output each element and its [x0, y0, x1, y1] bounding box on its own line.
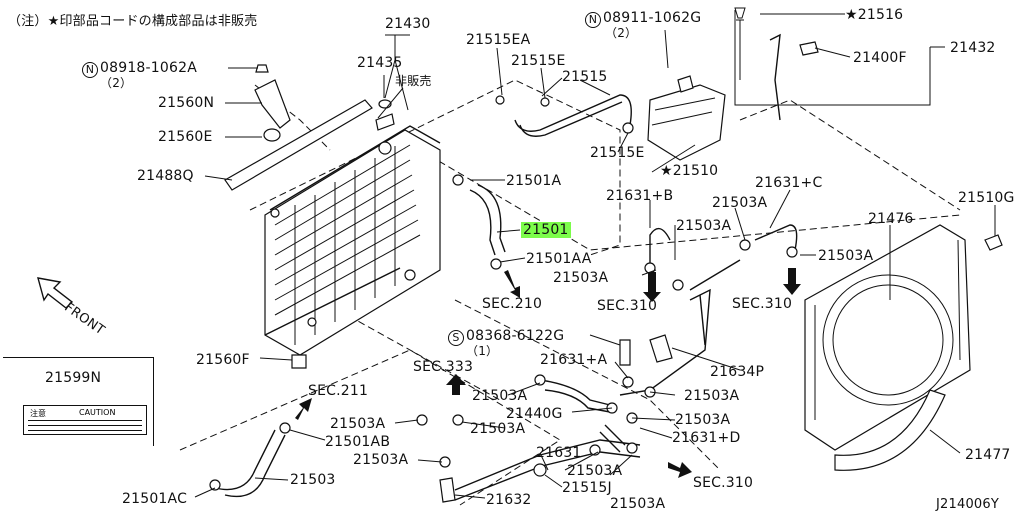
- radiator-assembly: [264, 125, 441, 356]
- label-21501ab[interactable]: 21501AB: [325, 434, 391, 450]
- label-21501aa[interactable]: 21501AA: [526, 251, 592, 267]
- label-21631-c[interactable]: 21631+C: [755, 175, 823, 191]
- mount-rubber-lower: [291, 354, 307, 369]
- label-sec210[interactable]: SEC.210: [482, 296, 543, 312]
- label-21560f[interactable]: 21560F: [196, 352, 250, 368]
- label-21632[interactable]: 21632: [486, 492, 532, 508]
- label-21631-d[interactable]: 21631+D: [672, 430, 741, 446]
- label-21503a-8[interactable]: 21503A: [330, 416, 386, 432]
- flow-arrows: [295, 268, 801, 478]
- label-21432[interactable]: 21432: [950, 40, 996, 56]
- reservoir-bracket: [769, 33, 781, 121]
- dashed-outlines: [179, 79, 961, 506]
- label-08918-qty: （2）: [100, 76, 133, 90]
- label-21515e-top[interactable]: 21515E: [511, 53, 566, 69]
- hose-b: [649, 227, 671, 265]
- label-sec310-a[interactable]: SEC.310: [597, 298, 658, 314]
- cap-part: [375, 113, 395, 131]
- label-21631[interactable]: 21631: [536, 445, 582, 461]
- label-08911-qty: （2）: [605, 26, 638, 40]
- label-21515[interactable]: 21515: [562, 69, 608, 85]
- label-21510[interactable]: ★21510: [660, 163, 719, 179]
- label-21440g[interactable]: 21440G: [506, 406, 563, 422]
- note-text: （注）★印部品コードの構成部品は非販売: [8, 14, 258, 29]
- label-21503a-2[interactable]: 21503A: [676, 218, 732, 234]
- label-21503a-10[interactable]: 21503A: [353, 452, 409, 468]
- mount-bracket: [254, 79, 291, 129]
- lower-hose: [214, 429, 276, 491]
- seal-strip: [224, 99, 373, 191]
- diagram-id: J214006Y: [936, 497, 1000, 512]
- hose-c: [754, 224, 798, 251]
- caution-label: 注意 CAUTION: [23, 405, 147, 435]
- label-21515j[interactable]: 21515J: [562, 480, 612, 496]
- overflow-hose: [514, 94, 632, 132]
- hose-a: [539, 379, 611, 406]
- label-21515e-low[interactable]: 21515E: [590, 145, 645, 161]
- n-symbol-icon: N: [82, 62, 98, 78]
- label-21400f[interactable]: 21400F: [853, 50, 907, 66]
- caution-box: [3, 357, 154, 446]
- label-hihanbai: 非販売: [395, 74, 432, 88]
- label-21503[interactable]: 21503: [290, 472, 336, 488]
- label-21503a-6[interactable]: 21503A: [684, 388, 740, 404]
- mount-rubber-upper: [263, 128, 281, 142]
- label-21435[interactable]: 21435: [357, 55, 403, 71]
- label-21476[interactable]: 21476: [868, 211, 914, 227]
- label-21560e[interactable]: 21560E: [158, 129, 213, 145]
- label-21501a[interactable]: 21501A: [506, 173, 562, 189]
- label-21503a-3[interactable]: 21503A: [553, 270, 609, 286]
- label-21503a-11[interactable]: 21503A: [567, 463, 623, 479]
- label-21430[interactable]: 21430: [385, 16, 431, 32]
- n-symbol-icon: N: [585, 12, 601, 28]
- label-21488q[interactable]: 21488Q: [137, 168, 194, 184]
- nut: [255, 64, 269, 73]
- lower-pipe: [454, 439, 641, 491]
- heater-pipe: [619, 259, 741, 396]
- leader-lines: [194, 13, 996, 499]
- label-21503a-4[interactable]: 21503A: [818, 248, 874, 264]
- label-21631-a[interactable]: 21631+A: [540, 352, 608, 368]
- front-arrow-icon: [37, 277, 74, 309]
- caution-label-jp: 注意: [30, 409, 46, 418]
- label-sec310-c[interactable]: SEC.310: [693, 475, 754, 491]
- label-21510g[interactable]: 21510G: [958, 190, 1015, 206]
- label-sec211[interactable]: SEC.211: [308, 383, 369, 399]
- bolt: [984, 234, 1003, 251]
- label-21634p[interactable]: 21634P: [710, 364, 765, 380]
- label-21516[interactable]: ★21516: [845, 7, 904, 23]
- label-21503a-5[interactable]: 21503A: [472, 388, 528, 404]
- lower-shroud: [834, 389, 946, 471]
- label-21515ea[interactable]: 21515EA: [466, 32, 531, 48]
- caution-part-number: 21599N: [45, 370, 102, 386]
- label-21631-b[interactable]: 21631+B: [606, 188, 674, 204]
- upper-hose: [469, 189, 496, 256]
- s-symbol-icon: S: [448, 330, 464, 346]
- caution-label-en: CAUTION: [79, 408, 116, 417]
- label-21477[interactable]: 21477: [965, 447, 1011, 463]
- label-sec310-b[interactable]: SEC.310: [732, 296, 793, 312]
- label-08368-qty: （1）: [466, 344, 499, 358]
- label-sec333[interactable]: SEC.333: [413, 359, 474, 375]
- label-21503a-12[interactable]: 21503A: [610, 496, 666, 512]
- label-21503a-1[interactable]: 21503A: [712, 195, 768, 211]
- reservoir-tank: [647, 75, 726, 161]
- label-21501-highlighted[interactable]: 21501: [521, 222, 571, 238]
- label-21501ac[interactable]: 21501AC: [122, 491, 188, 507]
- label-21503a-9[interactable]: 21503A: [470, 421, 526, 437]
- label-21503a-7[interactable]: 21503A: [675, 412, 731, 428]
- label-21560n[interactable]: 21560N: [158, 95, 215, 111]
